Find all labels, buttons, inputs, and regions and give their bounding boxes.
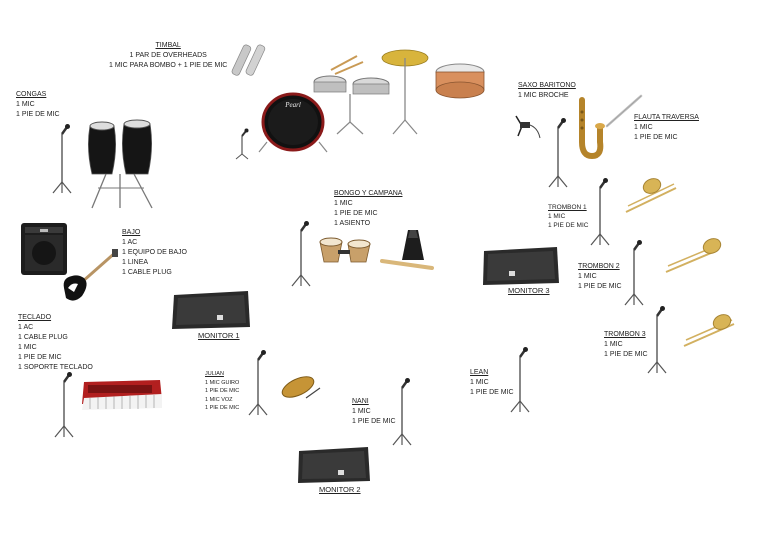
- julian-line-1: 1 MIC GUIRO: [205, 379, 240, 386]
- bongo-line-3: 1 ASIENTO: [334, 220, 371, 227]
- trombone-3-icon: [683, 314, 735, 347]
- monitor-1-speaker: [172, 291, 250, 329]
- teclado-line-1: 1 AC: [18, 324, 34, 331]
- label-nani: NANI 1 MIC 1 PIE DE MIC: [352, 397, 396, 427]
- trombon2-line-1: 1 MIC: [578, 273, 597, 280]
- trombon1-line-1: 1 MIC: [548, 213, 566, 220]
- monitor-3-speaker: [483, 247, 559, 285]
- lean-line-2: 1 PIE DE MIC: [470, 389, 514, 396]
- label-bajo: BAJO 1 AC 1 EQUIPO DE BAJO 1 LINEA 1 CAB…: [122, 228, 187, 278]
- bajo-title: BAJO: [122, 229, 141, 236]
- lean-line-1: 1 MIC: [470, 379, 489, 386]
- label-bongo: BONGO Y CAMPANA 1 MIC 1 PIE DE MIC 1 ASI…: [334, 189, 402, 229]
- timbal-title: TIMBAL: [155, 42, 181, 49]
- bajo-line-4: 1 CABLE PLUG: [122, 269, 172, 276]
- flute-icon: [605, 94, 643, 128]
- julian-mic-stand-icon: [248, 350, 268, 416]
- keyboard-icon: [82, 380, 162, 410]
- trombon1-line-2: 1 PIE DE MIC: [548, 222, 589, 229]
- bajo-line-3: 1 LINEA: [122, 259, 149, 266]
- trombone-1-icon: [625, 178, 677, 213]
- nani-mic-stand-icon: [392, 378, 412, 446]
- monitor-1-label: MONITOR 1: [198, 331, 240, 340]
- bongo-line-1: 1 MIC: [334, 200, 353, 207]
- drum-brand-logo: Pearl: [284, 101, 301, 109]
- trombon1-mic-stand-icon: [590, 178, 610, 246]
- saxo-line-1: 1 MIC BROCHE: [518, 92, 569, 99]
- trombon1-title: TROMBON 1: [548, 204, 587, 211]
- congas-line-2: 1 PIE DE MIC: [16, 111, 60, 118]
- flauta-line-2: 1 PIE DE MIC: [634, 134, 678, 141]
- julian-line-3: 1 MIC VOZ: [205, 396, 233, 403]
- label-teclado: TECLADO 1 AC 1 CABLE PLUG 1 MIC 1 PIE DE…: [18, 313, 93, 373]
- teclado-title: TECLADO: [18, 314, 52, 321]
- flauta-line-1: 1 MIC: [634, 124, 653, 131]
- bass-amp-icon: [21, 223, 67, 275]
- label-congas: CONGAS 1 MIC 1 PIE DE MIC: [16, 90, 60, 120]
- nani-title: NANI: [352, 398, 369, 405]
- trombone-2-icon: [665, 238, 722, 273]
- monitor-2-label: MONITOR 2: [319, 485, 361, 494]
- teclado-line-4: 1 PIE DE MIC: [18, 354, 62, 361]
- congas-title: CONGAS: [16, 91, 47, 98]
- label-trombon3: TROMBON 3 1 MIC 1 PIE DE MIC: [604, 330, 648, 360]
- timbal-line-1: 1 PAR DE OVERHEADS: [129, 52, 207, 59]
- julian-line-2: 1 PIE DE MIC: [205, 388, 240, 394]
- label-timbal: TIMBAL 1 PAR DE OVERHEADS 1 MIC PARA BOM…: [109, 41, 227, 71]
- cowbell-icon: [402, 230, 424, 260]
- saxo-mic-stand-icon: [548, 118, 568, 188]
- bongo-line-2: 1 PIE DE MIC: [334, 210, 378, 217]
- overhead-mics-icon: [231, 44, 266, 76]
- trombon2-title: TROMBON 2: [578, 263, 620, 270]
- lean-title: LEAN: [470, 369, 489, 376]
- saxophone-icon: [579, 97, 605, 160]
- guiro-icon: [281, 376, 321, 399]
- bongo-title: BONGO Y CAMPANA: [334, 190, 403, 197]
- nani-line-1: 1 MIC: [352, 408, 371, 415]
- monitor-3-label: MONITOR 3: [508, 286, 550, 295]
- trombon2-mic-stand-icon: [624, 240, 644, 306]
- teclado-line-2: 1 CABLE PLUG: [18, 334, 68, 341]
- trombon3-title: TROMBON 3: [604, 331, 646, 338]
- teclado-line-5: 1 SOPORTE TECLADO: [18, 364, 93, 371]
- timbal-line-2: 1 MIC PARA BOMBO + 1 PIE DE MIC: [109, 62, 228, 69]
- label-trombon2: TROMBON 2 1 MIC 1 PIE DE MIC: [578, 262, 622, 292]
- lean-mic-stand-icon: [510, 347, 530, 413]
- trombon3-mic-stand-icon: [647, 306, 667, 374]
- congas-mic-stand-icon: [52, 124, 72, 194]
- label-flauta: FLAUTA TRAVERSA 1 MIC 1 PIE DE MIC: [634, 113, 699, 143]
- clip-mic-icon: [515, 115, 541, 139]
- bongo-mic-stand-icon: [291, 221, 311, 287]
- flauta-title: FLAUTA TRAVERSA: [634, 114, 699, 121]
- bass-guitar-icon: [63, 249, 118, 301]
- teclado-line-3: 1 MIC: [18, 344, 37, 351]
- julian-title: JULIAN: [205, 371, 224, 377]
- teclado-mic-stand-icon: [54, 372, 74, 438]
- trombon3-line-1: 1 MIC: [604, 341, 623, 348]
- congas-drums-icon: [88, 119, 153, 209]
- monitor-2-speaker: [298, 447, 370, 483]
- label-julian: JULIAN 1 MIC GUIRO 1 PIE DE MIC 1 MIC VO…: [205, 370, 239, 413]
- bongos-icon: [319, 237, 371, 263]
- clave-stick-icon: [380, 259, 434, 270]
- nani-line-2: 1 PIE DE MIC: [352, 418, 396, 425]
- label-lean: LEAN 1 MIC 1 PIE DE MIC: [470, 368, 514, 398]
- label-saxo: SAXO BARITONO 1 MIC BROCHE: [518, 81, 576, 101]
- saxo-title: SAXO BARITONO: [518, 82, 576, 89]
- bajo-line-2: 1 EQUIPO DE BAJO: [122, 249, 187, 256]
- label-trombon1: TROMBON 1 1 MIC 1 PIE DE MIC: [548, 203, 588, 230]
- timbal-drum-kit-icon: Pearl: [258, 49, 485, 153]
- trombon3-line-2: 1 PIE DE MIC: [604, 351, 648, 358]
- trombon2-line-2: 1 PIE DE MIC: [578, 283, 622, 290]
- julian-line-4: 1 PIE DE MIC: [205, 405, 240, 411]
- congas-line-1: 1 MIC: [16, 101, 35, 108]
- kick-mic-stand-icon: [235, 128, 249, 160]
- bajo-line-1: 1 AC: [122, 239, 138, 246]
